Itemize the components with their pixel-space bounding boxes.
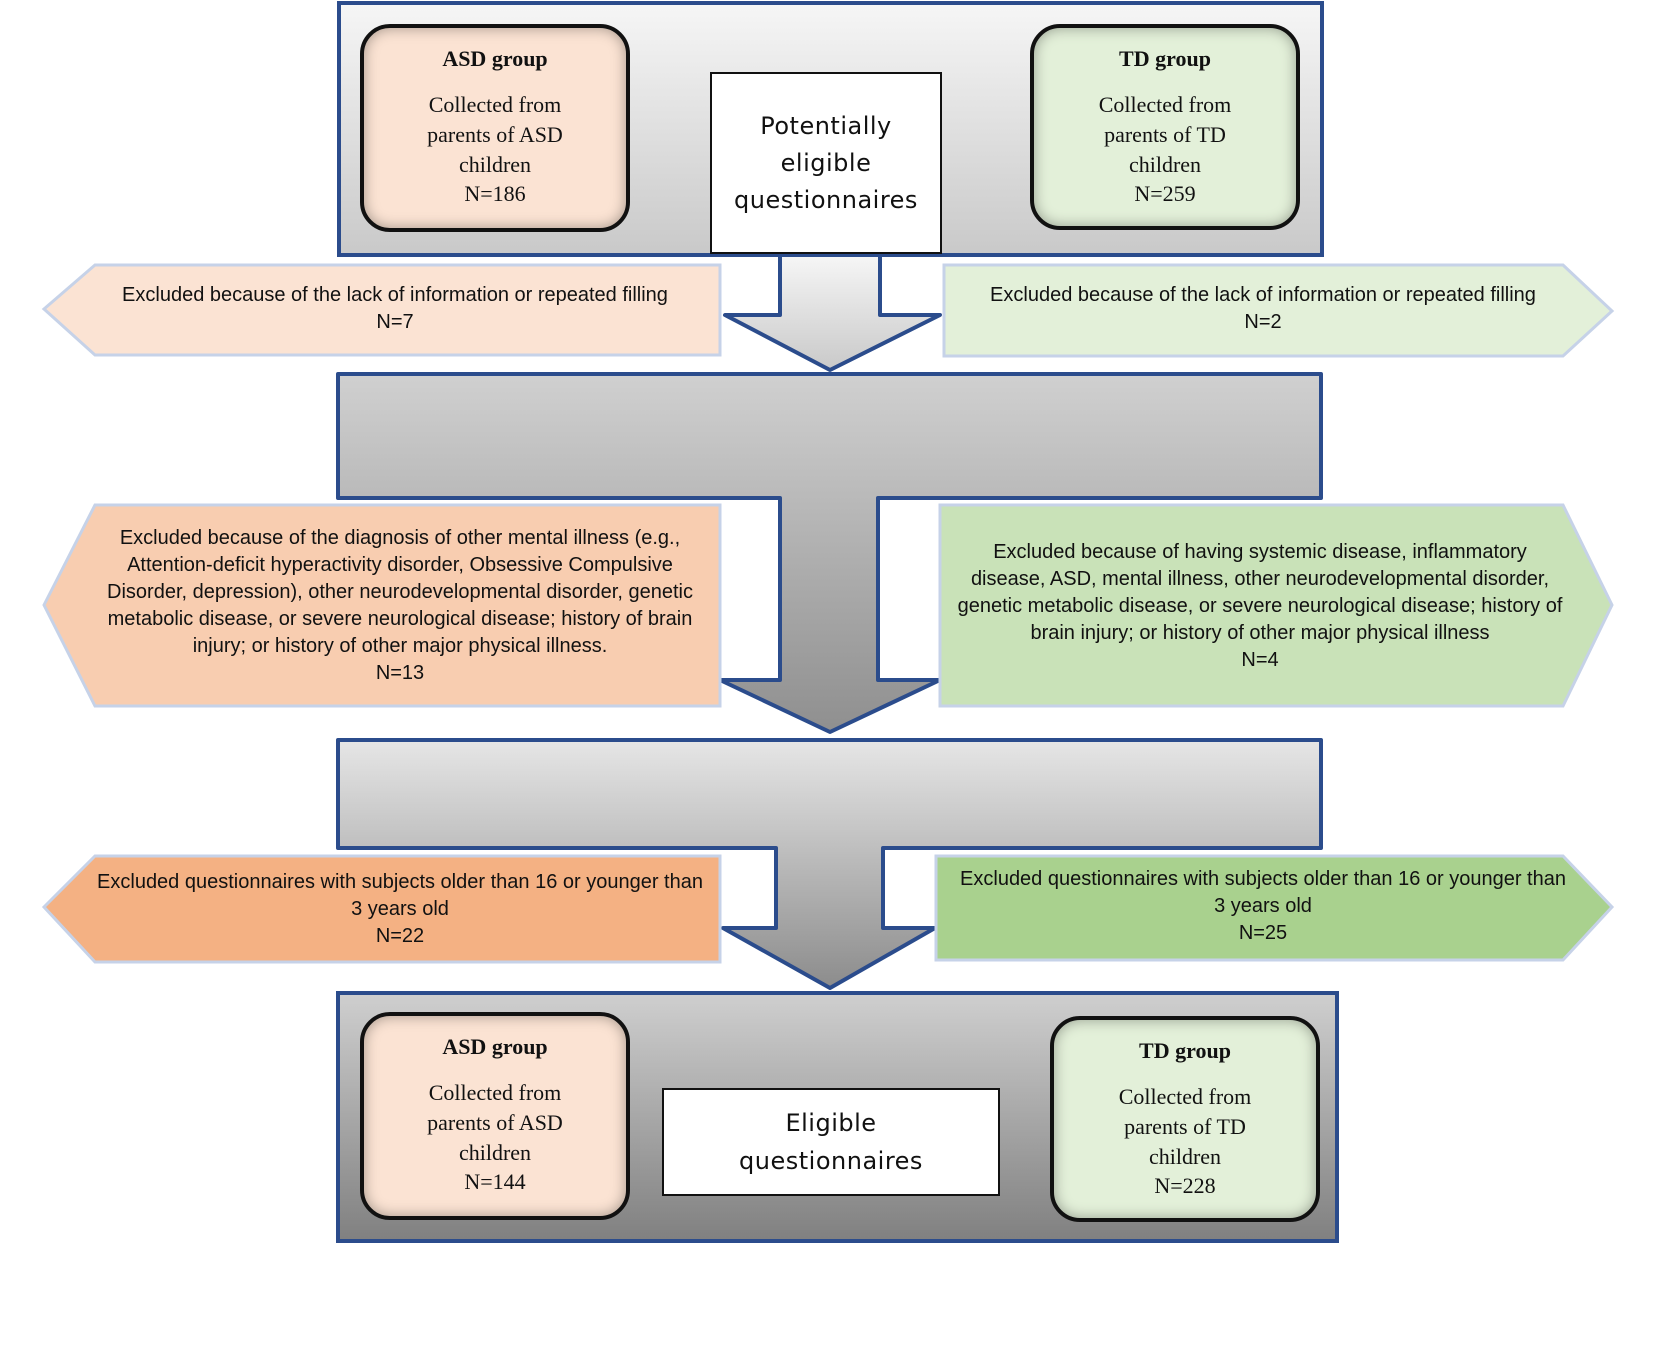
asd-group-box-initial: ASD group Collected from parents of ASD … <box>360 24 630 232</box>
flow-arrow-3 <box>336 738 1323 990</box>
exclusion-right-1-text: Excluded because of the lack of informat… <box>990 284 1536 306</box>
exclusion-left-1: Excluded because of the lack of informat… <box>90 282 700 336</box>
exclusion-left-1-count: N=7 <box>376 311 414 333</box>
td-group-title: TD group <box>1119 46 1211 71</box>
exclusion-right-1-count: N=2 <box>1244 311 1282 333</box>
asd-group-title: ASD group <box>442 46 548 71</box>
td-group-title-final: TD group <box>1139 1038 1231 1063</box>
exclusion-right-2-count: N=4 <box>1241 649 1279 671</box>
exclusion-left-2-count: N=13 <box>375 662 425 684</box>
td-group-count: N=259 <box>1134 181 1196 206</box>
potentially-eligible-label: Potentially eligible questionnaires <box>710 72 942 254</box>
exclusion-right-1: Excluded because of the lack of informat… <box>958 282 1568 336</box>
td-group-description-final: Collected from parents of TD children <box>1118 1084 1252 1169</box>
exclusion-left-2: Excluded because of the diagnosis of oth… <box>90 525 710 687</box>
td-group-count-final: N=228 <box>1154 1173 1216 1198</box>
flow-arrow-1 <box>723 253 942 372</box>
td-group-box-initial: TD group Collected from parents of TD ch… <box>1030 24 1300 230</box>
exclusion-right-2: Excluded because of having systemic dise… <box>955 539 1565 674</box>
exclusion-right-3: Excluded questionnaires with subjects ol… <box>958 866 1568 947</box>
exclusion-shape-left-1 <box>41 263 722 357</box>
exclusion-shape-left-3 <box>41 854 722 964</box>
exclusion-left-1-text: Excluded because of the lack of informat… <box>122 284 668 306</box>
exclusion-left-3-count: N=22 <box>375 925 425 947</box>
exclusion-right-2-text: Excluded because of having systemic dise… <box>957 541 1563 644</box>
asd-group-description-final: Collected from parents of ASD children <box>427 1080 563 1165</box>
exclusion-left-3: Excluded questionnaires with subjects ol… <box>95 869 705 950</box>
exclusion-shape-left-2 <box>42 503 722 708</box>
td-group-box-final: TD group Collected from parents of TD ch… <box>1050 1016 1320 1222</box>
td-group-description: Collected from parents of TD children <box>1098 92 1232 177</box>
asd-group-box-final: ASD group Collected from parents of ASD … <box>360 1012 630 1220</box>
exclusion-shape-right-2 <box>938 503 1614 708</box>
flow-arrow-2 <box>336 372 1323 734</box>
asd-group-description: Collected from parents of ASD children <box>427 92 563 177</box>
exclusion-shape-right-1 <box>942 263 1615 358</box>
exclusion-left-2-text: Excluded because of the diagnosis of oth… <box>107 527 693 657</box>
asd-group-count-final: N=144 <box>464 1169 526 1194</box>
asd-group-count: N=186 <box>464 181 526 206</box>
exclusion-shape-right-3 <box>934 854 1615 962</box>
exclusion-left-3-text: Excluded questionnaires with subjects ol… <box>97 871 703 920</box>
exclusion-right-3-text: Excluded questionnaires with subjects ol… <box>960 868 1566 917</box>
exclusion-right-3-count: N=25 <box>1238 922 1288 944</box>
asd-group-title-final: ASD group <box>442 1034 548 1059</box>
eligible-questionnaires-label: Eligible questionnaires <box>662 1088 1000 1196</box>
